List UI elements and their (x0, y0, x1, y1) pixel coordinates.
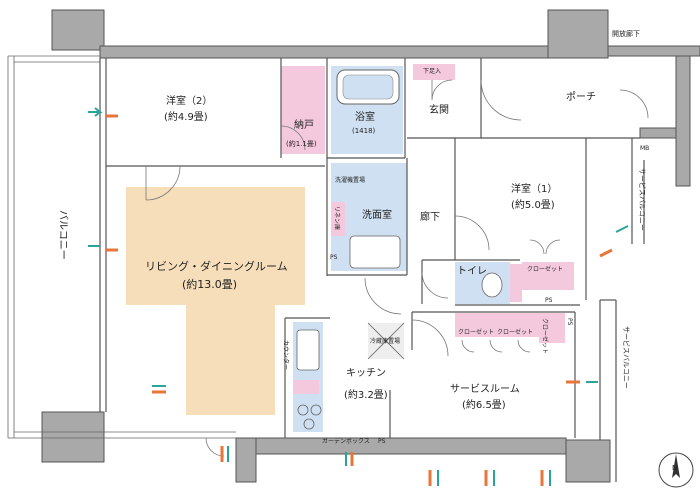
wash-basin (349, 235, 401, 269)
door-closet1 (529, 239, 561, 255)
wall-bottom-right-column (565, 439, 611, 483)
door-entrance (431, 79, 453, 101)
closet-row-fill (455, 313, 539, 337)
wall-top-right (607, 45, 700, 57)
burner-1 (297, 404, 309, 416)
wall-bottom-left-stub (235, 437, 257, 483)
label-north: N (672, 464, 677, 472)
wall-right-upper (675, 55, 691, 187)
door-closets (461, 339, 531, 353)
label-nando-area: (約1.1畳) (286, 139, 317, 148)
label-counter: カウンター (282, 340, 290, 370)
cooktop-fill (293, 380, 319, 394)
label-shoebox: 下足入 (423, 68, 441, 75)
label-ps-4: PS (378, 438, 386, 445)
label-living-dining-area: (約13.0畳) (182, 277, 237, 291)
label-bathroom-size: (1418) (352, 127, 376, 135)
airflow-arrows (88, 107, 629, 486)
closet-1-fill (522, 262, 574, 290)
label-service-balcony-top: サービスバルコニー (638, 168, 647, 231)
label-washer-space: 洗濯機置場 (335, 176, 365, 184)
door-room1 (454, 215, 490, 251)
label-washroom: 洗面室 (362, 208, 392, 221)
wall-bottom-left-column (41, 411, 105, 463)
fridge-x2 (367, 322, 405, 360)
door-kitchen (364, 277, 402, 315)
shoebox-fill (413, 64, 455, 80)
wall-top-left-column (51, 9, 105, 51)
burner-3 (303, 418, 315, 430)
label-service-balcony-right: サービスバルコニー (622, 326, 631, 389)
toilet-bowl (481, 272, 503, 298)
label-ps-3: PS (566, 318, 573, 326)
burner-2 (310, 404, 322, 416)
label-ps-2: PS (545, 297, 553, 304)
label-closet-2: クローゼット (458, 328, 494, 336)
door-nando (280, 125, 306, 151)
label-fridge-space: 冷蔵庫置場 (370, 337, 400, 345)
label-toilet: トイレ (457, 266, 487, 277)
label-closet-1: クローゼット (527, 265, 563, 273)
label-service-room: サービスルーム (450, 383, 520, 395)
washer-fill (333, 166, 363, 198)
wall-porch-right (639, 127, 677, 139)
closet-4-fill (539, 313, 565, 343)
label-western-room-2-area: (約4.9畳) (164, 110, 208, 123)
door-toilet (421, 271, 449, 299)
toilet-cabinet-fill (510, 264, 522, 302)
label-western-room-1: 洋室（1） (511, 182, 557, 195)
label-entrance: 玄関 (429, 103, 449, 116)
label-balcony: バルコニー (57, 210, 69, 260)
label-service-room-area: (約6.5畳) (462, 398, 506, 411)
label-mb: MB (640, 145, 649, 152)
label-living-dining: リビング・ダイニングルーム (145, 259, 288, 273)
label-western-room-2: 洋室（2） (166, 94, 212, 107)
door-porch (480, 79, 522, 121)
label-closet-3: クローゼット (497, 328, 533, 336)
label-nando: 納戸 (294, 118, 314, 131)
label-porch: ポーチ (566, 91, 596, 103)
north-compass (658, 452, 694, 488)
wall-bottom (235, 437, 567, 455)
label-garden-box: ガーデンボックス (322, 437, 370, 445)
label-linen: リネン庫 (333, 206, 341, 230)
living-dining-fill (126, 187, 305, 415)
label-hallway: 廊下 (420, 210, 440, 223)
sink (296, 329, 320, 371)
label-open-corridor: 開放廊下 (612, 29, 640, 38)
door-room2 (145, 165, 181, 201)
label-kitchen-area: (約3.2畳) (344, 388, 388, 401)
wall-top (99, 45, 549, 59)
label-kitchen: キッチン (346, 367, 386, 379)
wall-top-mid-column (547, 9, 609, 59)
door-service (411, 319, 449, 357)
label-western-room-1-area: (約5.0畳) (511, 198, 555, 211)
linen-fill (331, 202, 345, 236)
door-porch-right (619, 89, 649, 119)
label-closet-4: クローゼット (541, 318, 549, 354)
label-bathroom: 浴室 (355, 110, 375, 123)
bathtub-inner (342, 74, 394, 100)
label-ps-1: PS (330, 254, 338, 261)
